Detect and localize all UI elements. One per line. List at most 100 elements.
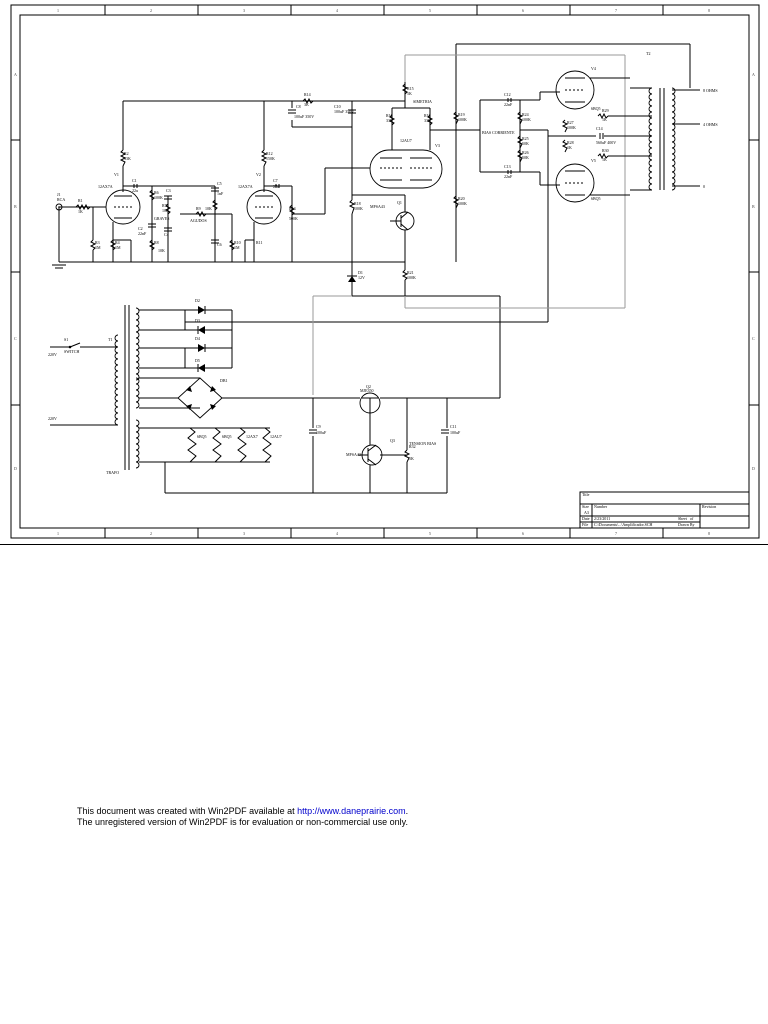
win2pdf-notice: This document was created with Win2PDF a… xyxy=(77,806,677,828)
svg-text:220V: 220V xyxy=(48,416,57,421)
zone-dividers xyxy=(11,5,759,538)
svg-text:100K: 100K xyxy=(458,117,467,122)
zone-labels: 1 2 3 4 5 6 7 8 1 2 3 4 5 6 7 8 A B C D … xyxy=(14,8,755,536)
svg-text:R17: R17 xyxy=(424,113,431,118)
svg-text:10K: 10K xyxy=(162,208,169,213)
svg-text:22u: 22u xyxy=(132,188,138,193)
svg-text:MJE350: MJE350 xyxy=(360,388,374,393)
tube-v5-icon xyxy=(555,163,595,203)
svg-text:D1: D1 xyxy=(358,270,363,275)
svg-text:R4: R4 xyxy=(115,240,120,245)
svg-text:Q2: Q2 xyxy=(366,384,371,389)
svg-text:A: A xyxy=(14,72,17,77)
svg-text:Size: Size xyxy=(582,504,589,509)
resistor-symbols xyxy=(75,83,609,463)
svg-text:C:\Documents\...\Amplificador.: C:\Documents\...\Amplificador.SCH xyxy=(594,522,653,527)
svg-text:2: 2 xyxy=(150,8,152,13)
svg-text:100uF 350V: 100uF 350V xyxy=(334,109,354,114)
svg-text:D: D xyxy=(752,466,755,471)
svg-text:Sheet: Sheet xyxy=(678,516,688,521)
svg-text:C11: C11 xyxy=(450,424,457,429)
svg-text:12AU7: 12AU7 xyxy=(270,434,282,439)
svg-text:R29: R29 xyxy=(602,108,609,113)
svg-text:1: 1 xyxy=(57,531,59,536)
svg-text:R26: R26 xyxy=(522,150,529,155)
svg-text:12V: 12V xyxy=(358,275,365,280)
svg-text:1: 1 xyxy=(57,8,59,13)
transistor-q2-icon xyxy=(359,392,381,414)
svg-text:22nF: 22nF xyxy=(504,174,513,179)
svg-text:V2: V2 xyxy=(256,172,261,177)
svg-text:C6: C6 xyxy=(217,242,222,247)
svg-text:22nF: 22nF xyxy=(504,102,513,107)
j1-label: J1 xyxy=(57,192,61,197)
svg-text:C9: C9 xyxy=(316,424,321,429)
tube-v3-icon xyxy=(369,149,443,189)
svg-text:Q3: Q3 xyxy=(390,438,395,443)
svg-text:6: 6 xyxy=(522,8,524,13)
svg-text:C: C xyxy=(752,336,755,341)
component-labels: R1 1K V1 12AX7A R2 33K R3 1M R4 1M C1 22… xyxy=(48,66,616,475)
svg-text:D3: D3 xyxy=(195,318,200,323)
svg-text:R12: R12 xyxy=(266,151,273,156)
svg-text:A: A xyxy=(752,72,755,77)
svg-text:50K: 50K xyxy=(522,141,529,146)
svg-text:12AX7A: 12AX7A xyxy=(98,184,113,189)
svg-text:Revision: Revision xyxy=(702,504,716,509)
t2-label: T2 xyxy=(646,51,650,56)
svg-text:D: D xyxy=(14,466,17,471)
diode-icons xyxy=(197,306,206,372)
tube-v1-icon xyxy=(105,189,141,225)
daneprairie-link[interactable]: http://www.daneprairie.com xyxy=(297,806,406,816)
svg-text:5: 5 xyxy=(429,531,431,536)
svg-text:C12: C12 xyxy=(504,92,511,97)
svg-text:220V: 220V xyxy=(48,352,57,357)
svg-text:C2: C2 xyxy=(138,226,143,231)
svg-text:1K: 1K xyxy=(602,117,607,122)
svg-text:10K: 10K xyxy=(205,206,212,211)
svg-text:R6: R6 xyxy=(154,190,159,195)
svg-text:R18: R18 xyxy=(354,201,361,206)
title-block: Title Size A3 Number Revision Date 2/23/… xyxy=(579,491,750,529)
svg-text:27n: 27n xyxy=(273,184,279,189)
svg-text:100K: 100K xyxy=(154,195,163,200)
svg-text:Title: Title xyxy=(582,492,590,497)
svg-text:SIMETRIA: SIMETRIA xyxy=(413,99,432,104)
svg-text:7: 7 xyxy=(615,531,617,536)
svg-text:100K: 100K xyxy=(522,117,531,122)
svg-text:33K: 33K xyxy=(124,156,131,161)
svg-text:S1: S1 xyxy=(64,337,68,342)
svg-text:R24: R24 xyxy=(522,112,529,117)
svg-text:R11: R11 xyxy=(256,240,263,245)
svg-text:File: File xyxy=(582,522,588,527)
svg-text:6BQ5: 6BQ5 xyxy=(197,434,207,439)
svg-text:Date: Date xyxy=(582,516,590,521)
svg-text:C10: C10 xyxy=(334,104,341,109)
notice-line-2: The unregistered version of Win2PDF is f… xyxy=(77,817,408,827)
transistor-q1-icon xyxy=(390,211,415,231)
heater-load-icons xyxy=(187,427,272,463)
tube-v2-icon xyxy=(246,189,282,225)
svg-text:7: 7 xyxy=(615,8,617,13)
svg-text:C13: C13 xyxy=(504,164,511,169)
power-wiring xyxy=(50,309,500,494)
svg-text:MPSA43: MPSA43 xyxy=(346,452,361,457)
j1-type: RCA xyxy=(57,197,65,202)
svg-text:1K: 1K xyxy=(567,145,572,150)
svg-text:22nF: 22nF xyxy=(138,231,147,236)
svg-text:10K: 10K xyxy=(158,248,165,253)
svg-text:33K: 33K xyxy=(424,118,431,123)
svg-text:2/23/2011: 2/23/2011 xyxy=(594,516,610,521)
svg-text:C5: C5 xyxy=(217,181,222,186)
svg-text:D2: D2 xyxy=(195,298,200,303)
svg-text:R19: R19 xyxy=(458,112,465,117)
svg-text:R32: R32 xyxy=(409,444,416,449)
svg-text:B: B xyxy=(14,204,17,209)
transistor-q3-icon xyxy=(358,444,383,466)
svg-text:6BQ5: 6BQ5 xyxy=(591,196,601,201)
svg-text:C14: C14 xyxy=(596,126,603,131)
svg-text:1K: 1K xyxy=(78,209,83,214)
svg-text:3: 3 xyxy=(243,531,245,536)
svg-text:MPSA43: MPSA43 xyxy=(370,204,385,209)
gray-wiring xyxy=(312,54,626,395)
